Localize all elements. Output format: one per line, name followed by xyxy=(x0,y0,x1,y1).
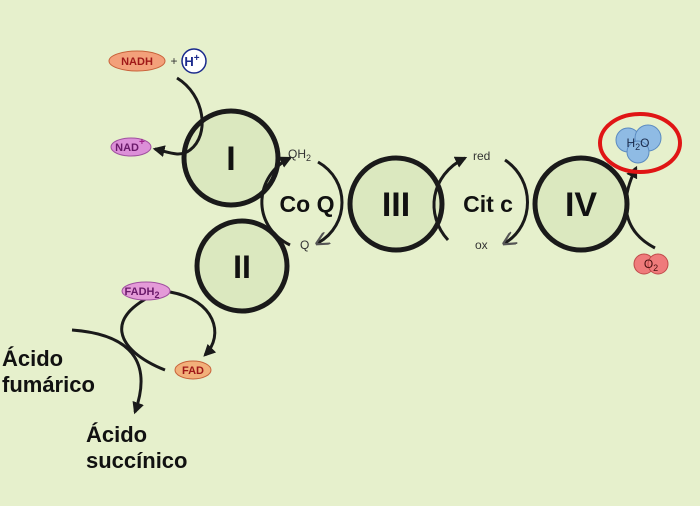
q-label: Q xyxy=(300,238,309,252)
citc-cycle-arc-top xyxy=(432,156,468,242)
complex-I-circle xyxy=(181,108,281,208)
qh2-label: QH2 xyxy=(288,147,311,163)
coq-cycle-arc xyxy=(260,156,293,247)
fad-pill: FAD xyxy=(174,360,212,380)
svg-text:H2O: H2O xyxy=(626,136,649,152)
citc-label: Cit c xyxy=(463,191,513,217)
plus-sign: + xyxy=(170,54,177,68)
o2-molecule: O2 xyxy=(633,253,669,275)
complex-III-circle xyxy=(347,155,445,253)
succinate-arc xyxy=(71,328,144,415)
o2-to-h2o-arc xyxy=(624,165,656,250)
h2o-highlight-ring xyxy=(598,112,682,174)
fad-text: FAD xyxy=(182,365,204,377)
svg-text:H+: H+ xyxy=(184,53,199,69)
nadh-text: NADH xyxy=(121,56,153,68)
nadh-to-nad-arc xyxy=(152,76,204,158)
citc-cycle-arc-bottom xyxy=(505,158,529,243)
h-plus-circle: H+ xyxy=(181,48,207,74)
fadh2-pill: FADH2 xyxy=(121,281,171,301)
fadh2-to-fad-arc xyxy=(169,290,217,357)
ox-label: ox xyxy=(475,238,488,252)
acido-succinico-label: Ácido succínico xyxy=(86,422,187,473)
svg-text:FADH2: FADH2 xyxy=(125,286,160,300)
svg-text:O2: O2 xyxy=(644,257,658,273)
svg-text:NAD+: NAD+ xyxy=(115,137,145,154)
nad-pill: NAD+ xyxy=(110,137,152,157)
acido-fumarico-label: Ácido fumárico xyxy=(2,346,95,397)
complex-I-label: I xyxy=(226,140,235,178)
complex-II-circle xyxy=(194,218,290,314)
red-label: red xyxy=(473,149,490,163)
complex-II-label: II xyxy=(233,249,251,285)
nadh-pill: NADH xyxy=(108,50,166,72)
complex-IV-label: IV xyxy=(565,186,597,224)
coq-label: Co Q xyxy=(280,191,335,217)
coq-cycle-arc-right xyxy=(318,160,344,243)
complex-III-label: III xyxy=(382,186,410,224)
h2o-molecule: H2O xyxy=(615,124,662,164)
succinate-to-fumarate-arc xyxy=(120,288,166,372)
